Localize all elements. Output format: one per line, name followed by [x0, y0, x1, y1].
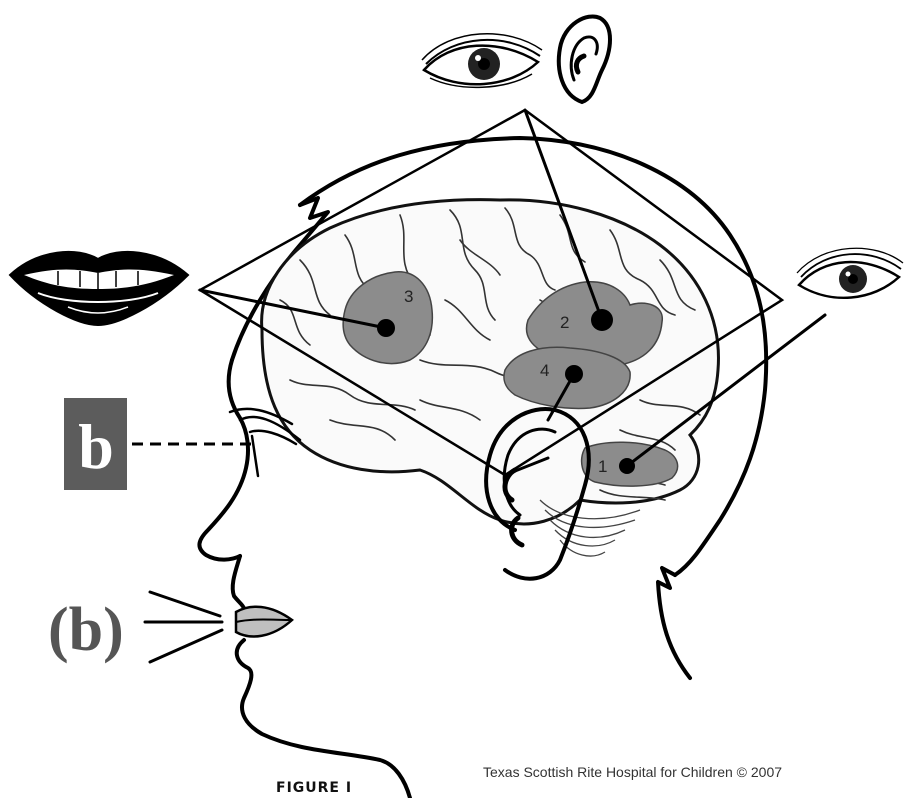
figure-caption: FIGURE I: [276, 780, 352, 796]
eye-icon: [422, 34, 542, 88]
boxed-letter-b: b: [64, 398, 127, 490]
copyright-credit: Texas Scottish Rite Hospital for Childre…: [483, 764, 782, 780]
brain-area-2-label: 2: [560, 313, 569, 332]
mouth-icon: [10, 252, 188, 325]
profile-lips: [236, 607, 292, 637]
brain-area-4: 4: [504, 347, 630, 408]
spoken-letter-b: (b): [48, 596, 124, 664]
ear-icon: [559, 16, 610, 102]
eye-icon: [797, 248, 903, 298]
brain-area-1-label: 1: [598, 457, 607, 476]
brain-area-3-label: 3: [404, 287, 413, 306]
brain-area-4-label: 4: [540, 361, 549, 380]
sound-lines: [145, 592, 222, 662]
boxed-letter-b-text: b: [78, 411, 114, 482]
